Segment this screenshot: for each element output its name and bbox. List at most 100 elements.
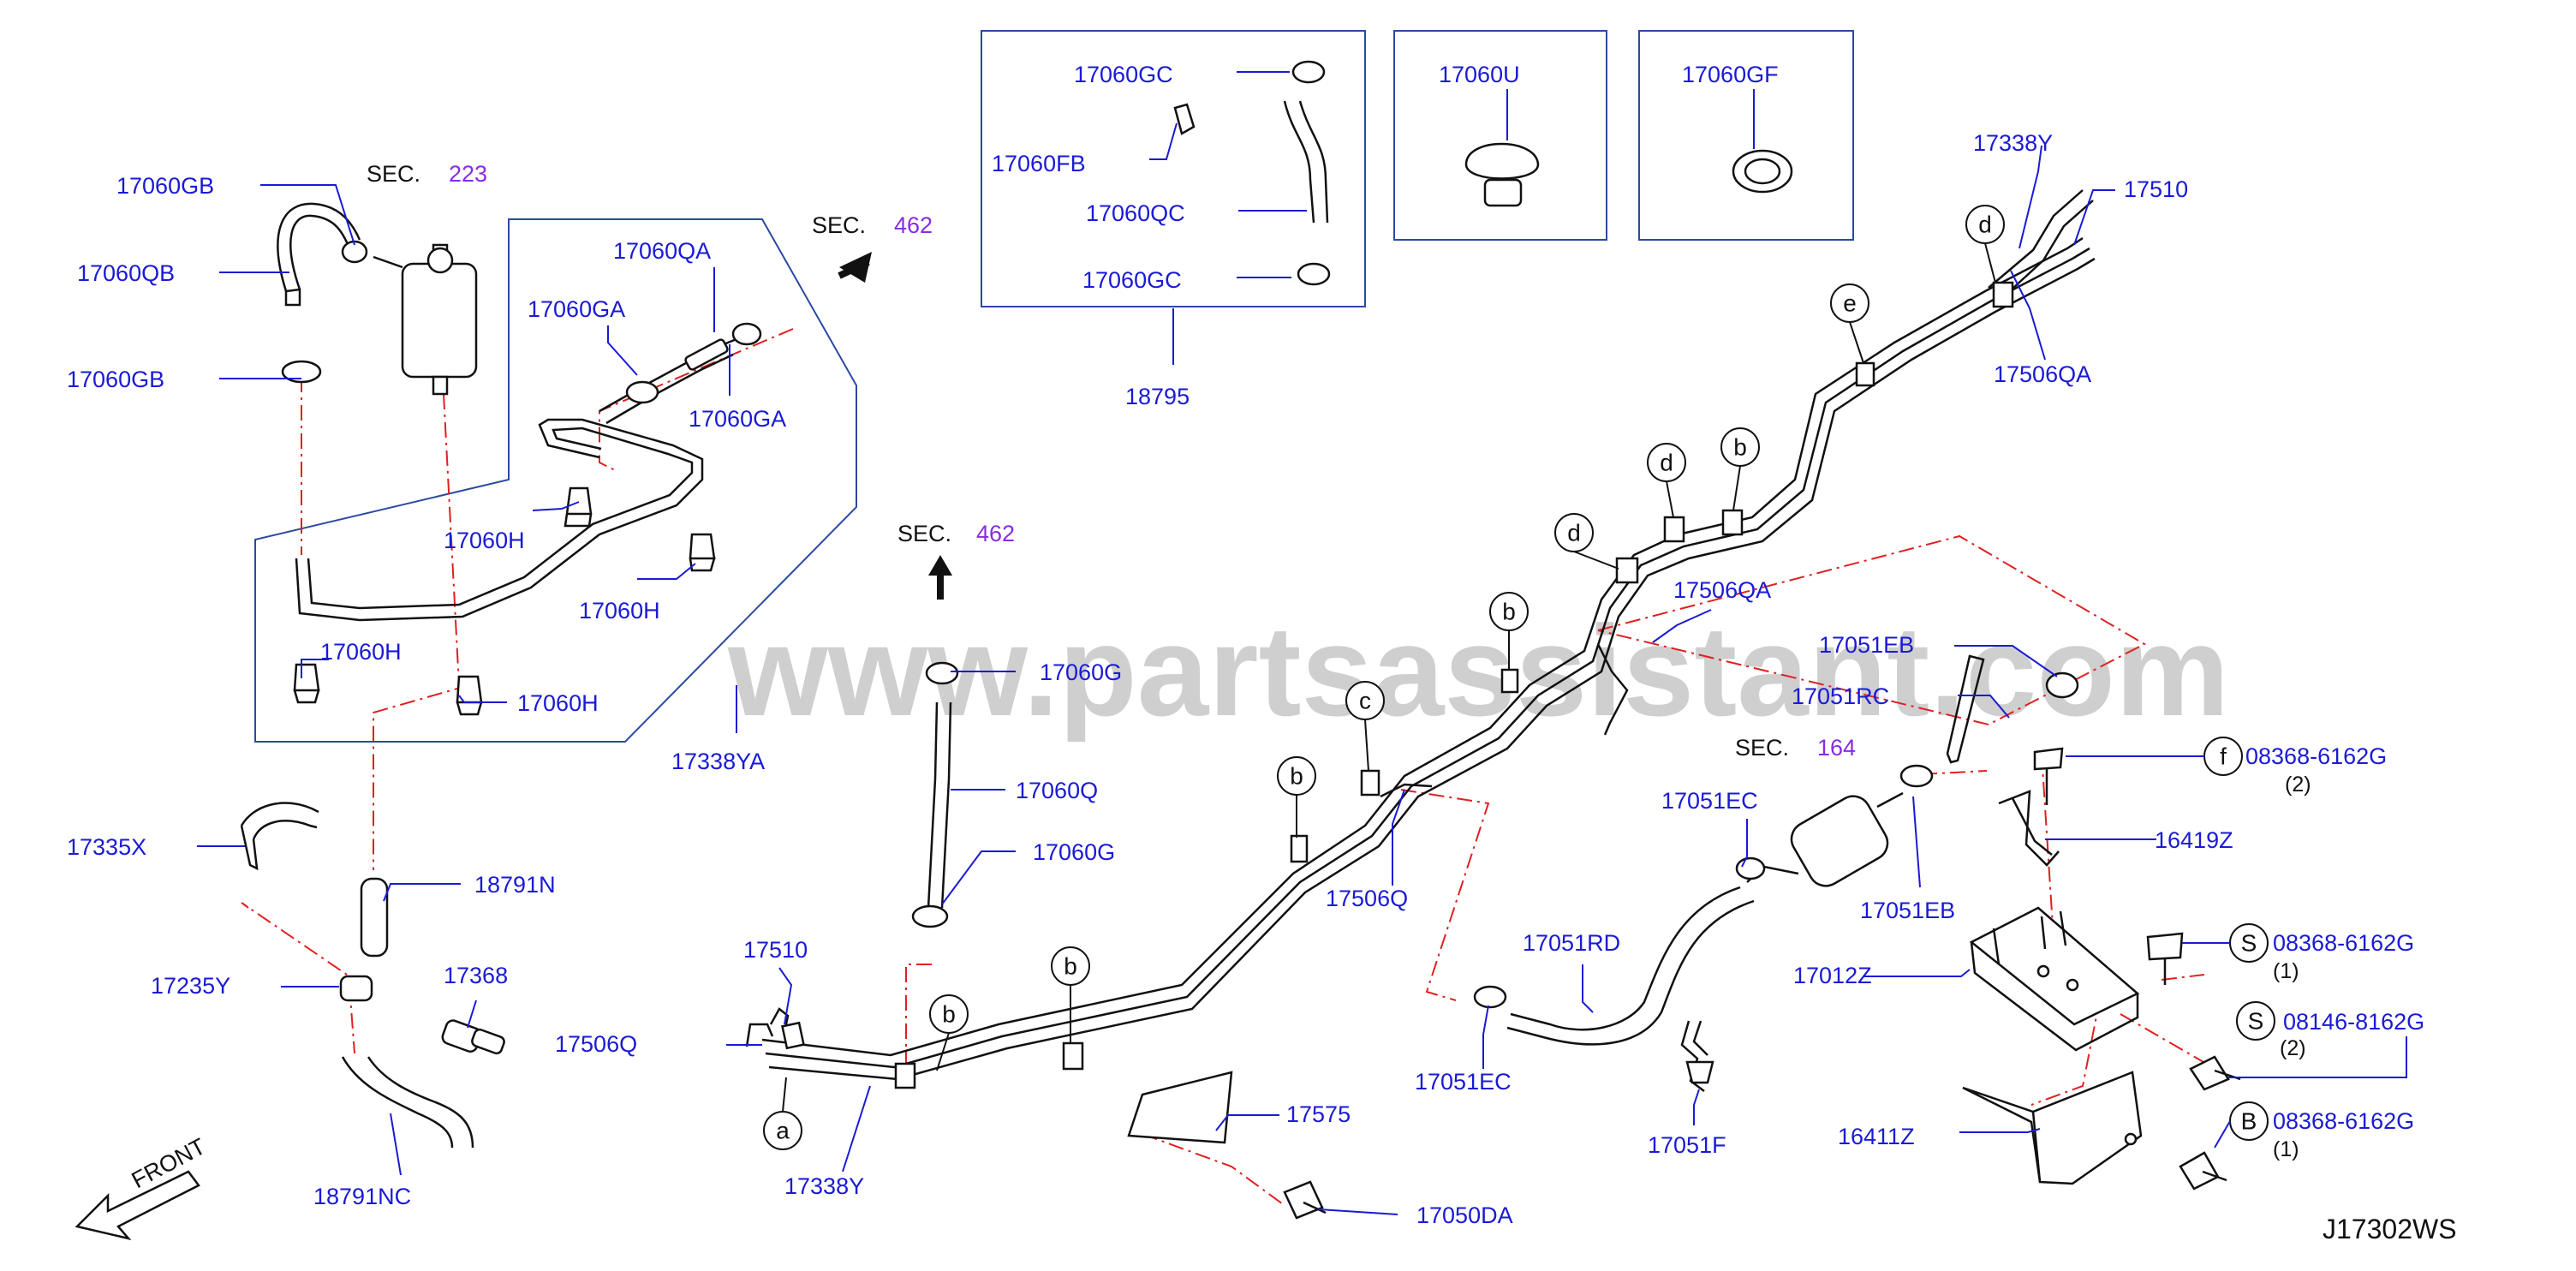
part-label[interactable]: 16411Z bbox=[1838, 1124, 1915, 1149]
part-label[interactable]: 17060GB bbox=[116, 173, 214, 199]
callout-letter: c bbox=[1359, 688, 1371, 714]
part-label[interactable]: 17506Q bbox=[555, 1031, 637, 1057]
bolts bbox=[1283, 747, 2241, 1220]
callout-letter: d bbox=[1660, 450, 1673, 476]
callout-letter: S bbox=[2248, 1008, 2264, 1035]
pipe-clips bbox=[781, 281, 2014, 1089]
part-label[interactable]: 17060H bbox=[320, 639, 402, 665]
callout-stems bbox=[782, 242, 1996, 1113]
part-label[interactable]: 08146-8162G bbox=[2283, 1009, 2424, 1035]
callout-letter: e bbox=[1843, 290, 1857, 317]
section-ref-number[interactable]: 462 bbox=[976, 521, 1015, 546]
callout-letter: b bbox=[942, 1001, 956, 1028]
drawing-code: J17302WS bbox=[2323, 1214, 2457, 1244]
pipe-end-front bbox=[745, 1007, 790, 1047]
part-label[interactable]: 17051EB bbox=[1860, 898, 1955, 923]
quantity-label: (1) bbox=[2273, 1137, 2299, 1161]
part-label[interactable]: 17506QA bbox=[1994, 361, 2091, 387]
leader-lines bbox=[197, 71, 2407, 1215]
part-label[interactable]: 17051RD bbox=[1523, 930, 1620, 956]
part-label[interactable]: 17060GA bbox=[528, 296, 625, 322]
part-label[interactable]: 17060H bbox=[517, 690, 599, 716]
section-ref-number[interactable]: 164 bbox=[1817, 735, 1856, 761]
section-ref-prefix: SEC. bbox=[1735, 735, 1789, 761]
section-ref-prefix: SEC. bbox=[367, 161, 420, 187]
part-label[interactable]: 17060GB bbox=[67, 367, 164, 392]
part-label[interactable]: 17060H bbox=[579, 598, 660, 624]
part-label[interactable]: 17051F bbox=[1648, 1132, 1726, 1158]
part-label[interactable]: 17051RC bbox=[1792, 683, 1889, 709]
part-label[interactable]: 08368-6162G bbox=[2273, 930, 2414, 956]
arrow-sec-462-middle bbox=[928, 555, 952, 576]
part-label[interactable]: 17506Q bbox=[1326, 886, 1408, 911]
part-label[interactable]: 17060H bbox=[444, 528, 525, 553]
quantity-label: (2) bbox=[2285, 773, 2311, 797]
part-label[interactable]: 08368-6162G bbox=[2273, 1108, 2414, 1134]
part-label[interactable]: 17510 bbox=[2124, 176, 2188, 202]
kit-box-17060u bbox=[1393, 30, 1607, 241]
callout-letter: b bbox=[1502, 599, 1516, 625]
callout-letter: B bbox=[2241, 1108, 2257, 1135]
part-label[interactable]: 17060QB bbox=[77, 260, 175, 286]
part-label[interactable]: 17051EC bbox=[1661, 788, 1758, 814]
callout-letter: d bbox=[1567, 520, 1581, 546]
part-label[interactable]: 17060Q bbox=[1016, 778, 1098, 803]
callout-letter: b bbox=[1290, 763, 1303, 790]
part-label[interactable]: 17060GC bbox=[1082, 267, 1182, 293]
section-ref-number[interactable]: 462 bbox=[894, 212, 933, 238]
part-label[interactable]: 18795 bbox=[1125, 384, 1190, 409]
callout-letter: d bbox=[1978, 212, 1992, 238]
part-label[interactable]: 17051EB bbox=[1819, 632, 1914, 658]
section-ref-prefix: SEC. bbox=[812, 212, 866, 238]
part-label[interactable]: 08368-6162G bbox=[2245, 743, 2387, 769]
part-label[interactable]: 17338Y bbox=[1973, 130, 2053, 156]
part-label[interactable]: 17510 bbox=[743, 937, 808, 963]
kit-box-17060gf bbox=[1638, 30, 1854, 241]
part-label[interactable]: 17506QA bbox=[1673, 577, 1771, 603]
callout-letter: a bbox=[776, 1118, 790, 1144]
part-label[interactable]: 17338YA bbox=[671, 749, 765, 774]
pipe-end-17506q bbox=[1380, 783, 1433, 798]
part-label[interactable]: 17060QA bbox=[613, 238, 711, 264]
part-label[interactable]: 17050DA bbox=[1416, 1202, 1513, 1228]
lower-left-hoses bbox=[240, 802, 505, 1149]
part-label[interactable]: 18791N bbox=[474, 872, 556, 898]
part-label[interactable]: 18791NC bbox=[313, 1184, 411, 1209]
assembly-box-17338ya bbox=[254, 218, 857, 743]
vent-pipe-17338ya bbox=[293, 322, 762, 716]
part-label[interactable]: 17060GC bbox=[1074, 62, 1173, 87]
part-label[interactable]: 17338Y bbox=[784, 1173, 864, 1199]
part-label[interactable]: 17335X bbox=[67, 834, 146, 860]
quantity-label: (1) bbox=[2273, 959, 2299, 983]
bracket-group bbox=[1962, 790, 2143, 1185]
quantity-label: (2) bbox=[2280, 1036, 2306, 1060]
main-fuel-lines bbox=[761, 189, 2096, 1081]
part-label[interactable]: 17060U bbox=[1439, 62, 1520, 87]
shield-17575 bbox=[1127, 1071, 1233, 1144]
part-label[interactable]: 17051EC bbox=[1415, 1069, 1512, 1095]
part-label[interactable]: 16419Z bbox=[2155, 827, 2233, 853]
canister-group bbox=[277, 202, 478, 396]
kit-box-18795 bbox=[981, 30, 1366, 307]
section-ref-number[interactable]: 223 bbox=[449, 161, 487, 187]
part-label[interactable]: 17060QC bbox=[1086, 200, 1185, 226]
callout-letter: f bbox=[2220, 743, 2227, 770]
part-label[interactable]: 17012Z bbox=[1793, 963, 1872, 988]
section-ref-prefix: SEC. bbox=[897, 521, 951, 546]
callout-letter: b bbox=[1733, 434, 1747, 461]
part-label[interactable]: 17368 bbox=[444, 963, 508, 988]
callout-letter: b bbox=[1064, 953, 1077, 980]
assembly-lines bbox=[241, 328, 2210, 1205]
part-label[interactable]: 17060G bbox=[1033, 839, 1115, 865]
part-label[interactable]: 17235Y bbox=[151, 973, 230, 999]
callout-letter: S bbox=[2241, 930, 2257, 957]
kit-18795-parts bbox=[1173, 60, 1793, 286]
part-label[interactable]: 17060GA bbox=[689, 406, 786, 432]
part-label[interactable]: 17575 bbox=[1286, 1101, 1351, 1127]
front-arrow-icon bbox=[75, 1170, 200, 1241]
fuel-filter-group bbox=[1473, 654, 2079, 1092]
part-label[interactable]: 17060G bbox=[1040, 659, 1122, 685]
part-label[interactable]: 17060GF bbox=[1682, 62, 1779, 87]
part-label[interactable]: 17060FB bbox=[992, 151, 1086, 176]
